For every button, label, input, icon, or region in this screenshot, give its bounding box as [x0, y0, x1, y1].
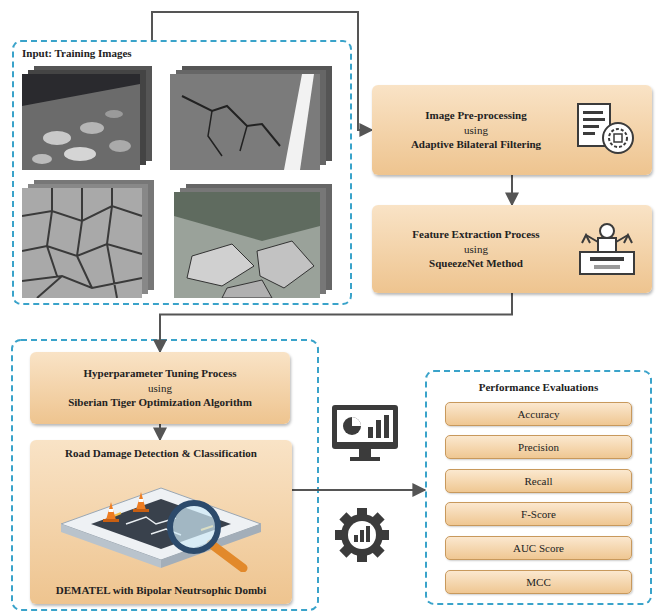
group-frame — [12, 340, 318, 610]
connector-word: using — [148, 381, 172, 396]
metric-label: Recall — [524, 474, 552, 489]
flow-arrow — [160, 293, 512, 352]
monitor-icon — [332, 405, 398, 461]
road-damage-illustration — [51, 472, 271, 572]
method-name: Siberian Tiger Optimization Algorithm — [68, 395, 252, 410]
metric-box: AUC Score — [445, 536, 632, 560]
metric-box: F-Score — [445, 502, 632, 526]
robot-icon-holder — [576, 221, 638, 283]
method-name: DEMATEL with Bipolar Neutrsophic Dombi — [56, 583, 266, 598]
connector-word: using — [464, 242, 488, 257]
metric-box: MCC — [445, 570, 632, 594]
box-title: Road Damage Detection & Classification — [65, 446, 257, 461]
flow-arrow — [511, 175, 513, 205]
metric-label: MCC — [526, 575, 550, 590]
robot-icon — [576, 221, 638, 279]
document-icon — [576, 102, 638, 156]
connector-word: using — [464, 123, 488, 138]
training-images — [22, 66, 342, 298]
metric-label: F-Score — [521, 507, 556, 522]
doc-icon-holder — [576, 102, 638, 160]
section-title: Input: Training Images — [22, 46, 132, 61]
box-title: Hyperparameter Tuning Process — [84, 366, 237, 381]
section-title: Performance Evaluations — [427, 380, 650, 395]
metric-box: Recall — [445, 469, 632, 493]
process-box: Feature Extraction ProcessusingSqueezeNe… — [372, 205, 652, 293]
metric-box: Precision — [445, 435, 632, 459]
method-name: SqueezeNet Method — [429, 256, 523, 271]
image-holder — [22, 66, 342, 302]
metric-label: Precision — [518, 440, 559, 455]
process-box: Hyperparameter Tuning ProcessusingSiberi… — [30, 352, 290, 424]
metric-label: AUC Score — [513, 541, 564, 556]
flow-arrow — [159, 424, 161, 440]
flow-arrow — [292, 489, 425, 491]
metric-box: Accuracy — [445, 402, 632, 426]
group-box: Input: Training Images — [12, 40, 352, 305]
process-box: Road Damage Detection & ClassificationDE… — [30, 440, 292, 604]
process-box: Image Pre-processingusingAdaptive Bilate… — [372, 85, 652, 175]
box-title: Image Pre-processing — [425, 108, 526, 123]
group-box: Performance EvaluationsAccuracyPrecision… — [425, 370, 652, 605]
illustration-holder — [51, 472, 271, 572]
box-title: Feature Extraction Process — [412, 227, 539, 242]
metric-label: Accuracy — [517, 407, 559, 422]
method-name: Adaptive Bilateral Filtering — [411, 137, 541, 152]
gear-icon — [335, 508, 389, 562]
